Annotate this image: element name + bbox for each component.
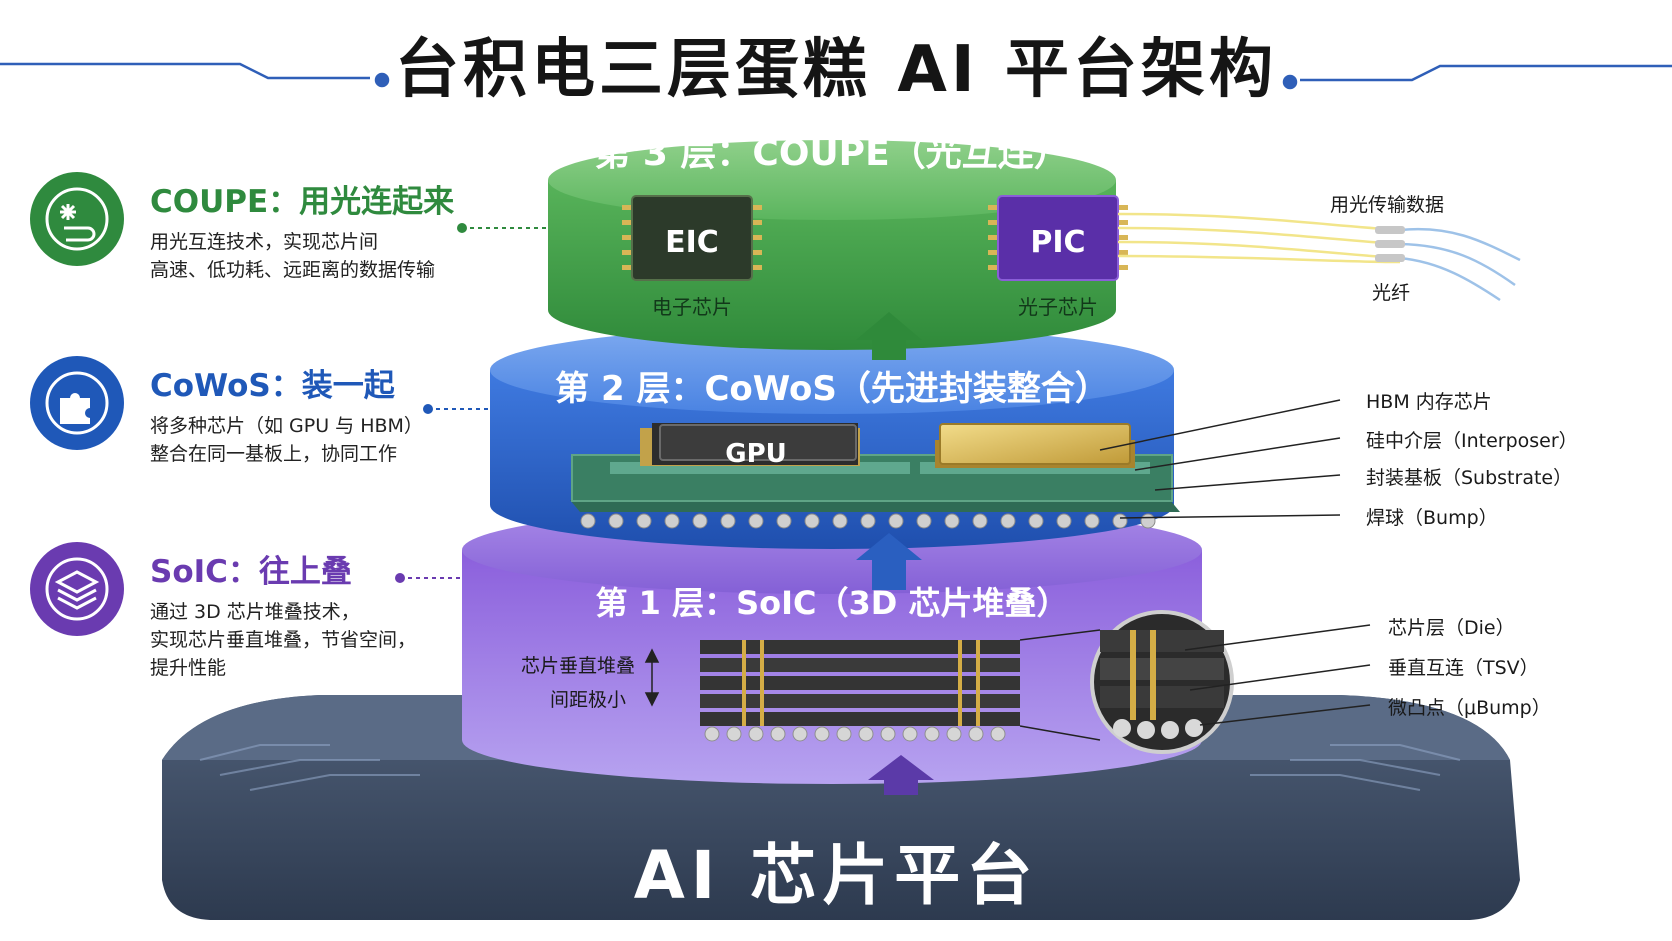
feature-soic-heading: SoIC：往上叠 [150,554,352,590]
layer-1-title: 第 1 层：SoIC（3D 芯片堆叠） [596,584,1069,622]
die-stack [700,640,1020,726]
stack-spacing-arrow [644,648,660,707]
feature-cowos-heading: CoWoS：装一起 [150,368,395,404]
solder-ball [776,513,792,529]
callout-bump: 焊球（Bump） [1366,507,1498,529]
solder-ball [636,513,652,529]
micro-bump [968,726,984,742]
eic-label: EIC [665,225,719,260]
connector-dot-cowos [423,404,433,414]
solder-ball [1112,513,1128,529]
die-stack-zoom [1019,610,1234,754]
solder-ball [608,513,624,529]
solder-ball [1000,513,1016,529]
callout-microbump: 微凸点（μBump） [1388,697,1551,719]
connector-dot-coupe [457,223,467,233]
callout-lines [1099,399,1371,726]
feature-cowos-desc: 将多种芯片（如 GPU 与 HBM） 整合在同一基板上，协同工作 [150,412,480,468]
solder-ball [1056,513,1072,529]
title-decoration-left [0,62,390,88]
micro-bump [792,726,808,742]
light-transmission-label: 用光传输数据 [1330,194,1445,216]
solder-ball [888,513,904,529]
layers-icon [30,542,124,636]
puzzle-icon [30,356,124,450]
solder-ball [748,513,764,529]
layer-2-title: 第 2 层：CoWoS（先进封装整合） [555,369,1109,409]
optical-links [750,206,998,270]
micro-bump [704,726,720,742]
micro-bump [924,726,940,742]
title-decoration-right [1282,64,1672,90]
solder-ball [664,513,680,529]
up-arrow-3 [856,312,922,360]
callout-substrate: 封装基板（Substrate） [1366,467,1573,489]
up-arrow-2 [856,533,922,590]
gpu-label: GPU [725,439,787,469]
callout-hbm: HBM 内存芯片 [1366,391,1492,413]
feature-cowos-desc-text: 将多种芯片（如 GPU 与 HBM） 整合在同一基板上，协同工作 [150,415,423,465]
micro-bump [726,726,742,742]
base-title: AI 芯片平台 [634,837,1039,914]
solder-ball [1084,513,1100,529]
callout-tsv: 垂直互连（TSV） [1388,657,1539,679]
pic-caption: 光子芯片 [1018,295,1098,319]
fiber-label: 光纤 [1372,282,1411,304]
micro-bump [946,726,962,742]
micro-bump [814,726,830,742]
feature-coupe-heading: COUPE：用光连起来 [150,184,455,220]
connector-dot-soic [395,573,405,583]
solder-ball [860,513,876,529]
feature-soic-desc-text: 通过 3D 芯片堆叠技术， 实现芯片垂直堆叠，节省空间， 提升性能 [150,601,417,679]
feature-coupe-desc-text: 用光互连技术，实现芯片间 高速、低功耗、远距离的数据传输 [150,231,436,281]
optical-fiber-icon [30,172,124,266]
pic-chip [988,195,1128,281]
up-arrow-1 [868,755,934,795]
micro-bump [990,726,1006,742]
micro-bump [748,726,764,742]
callout-interposer: 硅中介层（Interposer） [1366,430,1578,452]
pic-label: PIC [1030,225,1085,260]
micro-bump [836,726,852,742]
callout-die: 芯片层（Die） [1388,617,1515,639]
hbm-chip [935,423,1135,468]
feature-connectors [400,227,548,579]
layer-3-title: 第 3 层：COUPE（光互连） [594,133,1069,174]
stack-note-2: 间距极小 [550,689,626,711]
optical-fibers [1117,212,1521,302]
solder-ball [1028,513,1044,529]
page-title: 台积电三层蛋糕 AI 平台架构 [395,33,1277,107]
solder-ball [944,513,960,529]
stack-note-1: 芯片垂直堆叠 [521,655,635,677]
micro-bump [858,726,874,742]
solder-ball [720,513,736,529]
eic-caption: 电子芯片 [652,295,732,319]
feature-soic-desc: 通过 3D 芯片堆叠技术， 实现芯片垂直堆叠，节省空间， 提升性能 [150,598,480,682]
solder-ball [972,513,988,529]
solder-ball [580,513,596,529]
solder-ball [804,513,820,529]
micro-bump [880,726,896,742]
solder-ball [1140,513,1156,529]
micro-bump [770,726,786,742]
solder-ball [692,513,708,529]
gpu-chip [640,423,860,466]
micro-bumps [704,726,1006,742]
circuit-traces [199,744,1461,791]
feature-coupe-desc: 用光互连技术，实现芯片间 高速、低功耗、远距离的数据传输 [150,228,480,284]
bump-balls [580,513,1156,529]
eic-chip [622,195,762,281]
micro-bump [902,726,918,742]
solder-ball [916,513,932,529]
solder-ball [832,513,848,529]
